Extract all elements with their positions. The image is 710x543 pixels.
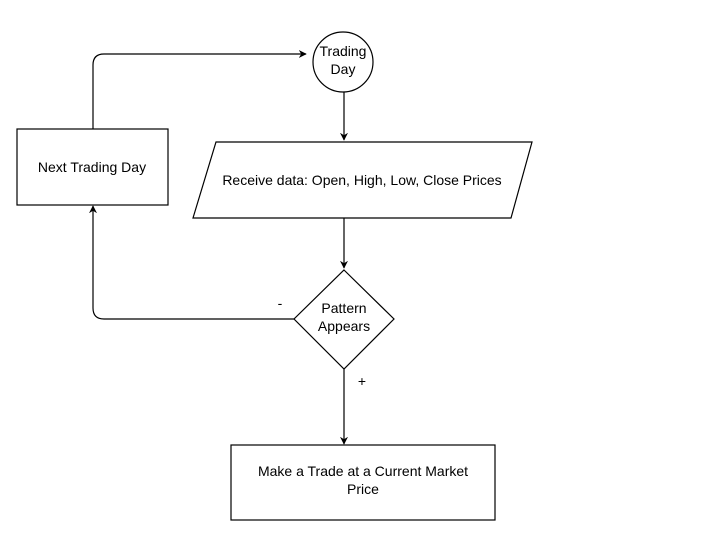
start-label-line1: Trading xyxy=(320,43,367,59)
edge-next-to-start xyxy=(92,50,307,129)
node-receive-data: Receive data: Open, High, Low, Close Pri… xyxy=(192,141,533,219)
node-next-trading-day: Next Trading Day xyxy=(16,128,169,206)
decision-label-line1: Pattern xyxy=(321,300,366,316)
node-make-trade: Make a Trade at a Current Market Price xyxy=(230,444,496,521)
trade-label-line2: Price xyxy=(347,481,379,497)
decision-diamond xyxy=(293,269,395,370)
next-rectangle xyxy=(16,128,169,206)
decision-label-line2: Appears xyxy=(318,318,370,334)
start-label-line2: Day xyxy=(331,61,356,77)
trade-rectangle xyxy=(230,444,496,521)
next-label: Next Trading Day xyxy=(38,159,146,175)
edge-decision-to-next xyxy=(89,205,294,320)
start-circle xyxy=(312,31,374,93)
trade-label-line1: Make a Trade at a Current Market xyxy=(258,463,468,479)
edge-label-negative: - xyxy=(278,295,283,311)
node-trading-day: Trading Day xyxy=(312,31,374,93)
input-label: Receive data: Open, High, Low, Close Pri… xyxy=(222,172,501,188)
node-pattern-appears: Pattern Appears xyxy=(293,269,395,370)
edge-label-positive: + xyxy=(358,373,366,389)
input-parallelogram xyxy=(192,141,533,219)
